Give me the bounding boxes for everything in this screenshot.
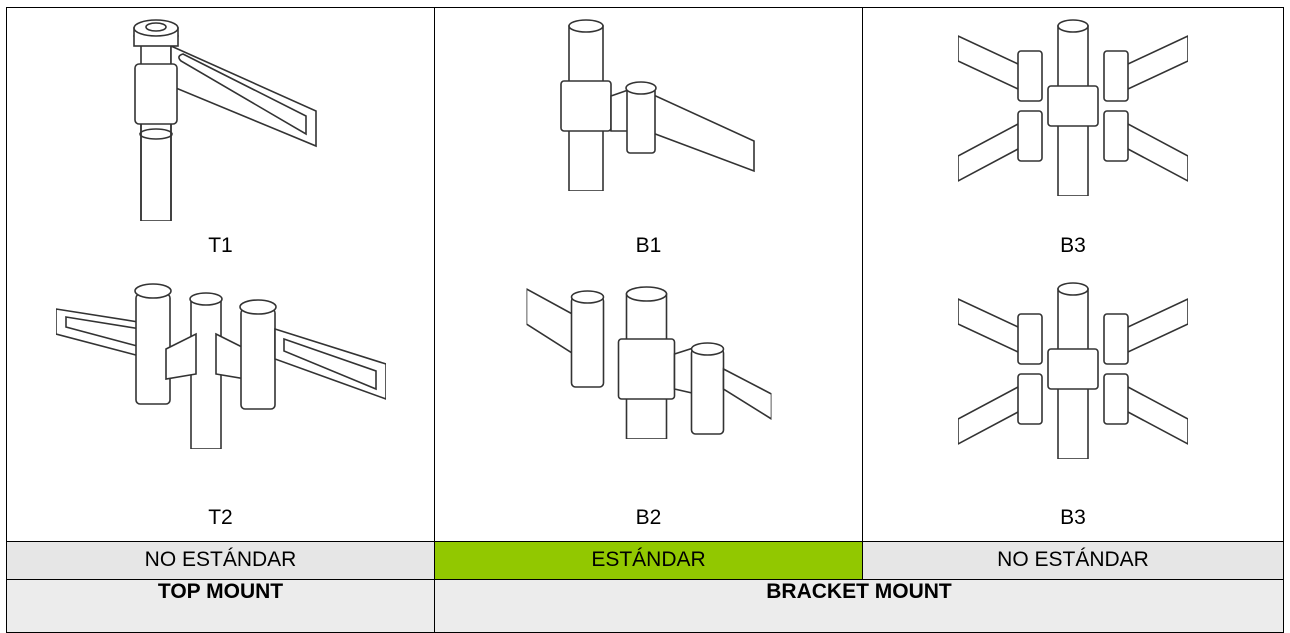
variant-t1: T1	[7, 8, 434, 273]
bracket-mount-heading: BRACKET MOUNT	[434, 578, 1284, 633]
mount-table: T1	[6, 6, 1284, 633]
variant-label: B2	[635, 506, 662, 529]
top-mount-heading: TOP MOUNT	[6, 578, 435, 633]
variant-b2: B2	[435, 273, 862, 538]
b3-four-arm-drawing	[958, 19, 1188, 196]
variant-label: B3	[1060, 234, 1086, 257]
variant-label: T2	[208, 506, 233, 529]
status-non-standard: NO ESTÁNDAR	[862, 541, 1284, 580]
b2-pole-brackets-drawing	[526, 286, 771, 439]
variant-t2: T2	[7, 273, 434, 538]
b1-pole-bracket-drawing	[559, 19, 755, 191]
variant-label: B1	[635, 234, 662, 257]
variant-b1: B1	[435, 8, 862, 273]
variant-b3-bottom: B3	[863, 273, 1283, 538]
b3-four-arm-drawing	[958, 282, 1188, 459]
top-mount-images-cell: T1	[6, 6, 435, 543]
variant-b3-top: B3	[863, 8, 1283, 273]
t1-pole-arm-drawing	[132, 19, 317, 221]
t2-pole-arms-drawing	[55, 283, 386, 449]
variant-label: B3	[1060, 506, 1086, 529]
variant-label: T1	[208, 234, 233, 257]
status-standard: ESTÁNDAR	[434, 541, 863, 580]
bracket-nonstandard-images-cell: B3 B3	[862, 6, 1284, 543]
bracket-standard-images-cell: B1 B2	[434, 6, 863, 543]
status-non-standard: NO ESTÁNDAR	[6, 541, 435, 580]
